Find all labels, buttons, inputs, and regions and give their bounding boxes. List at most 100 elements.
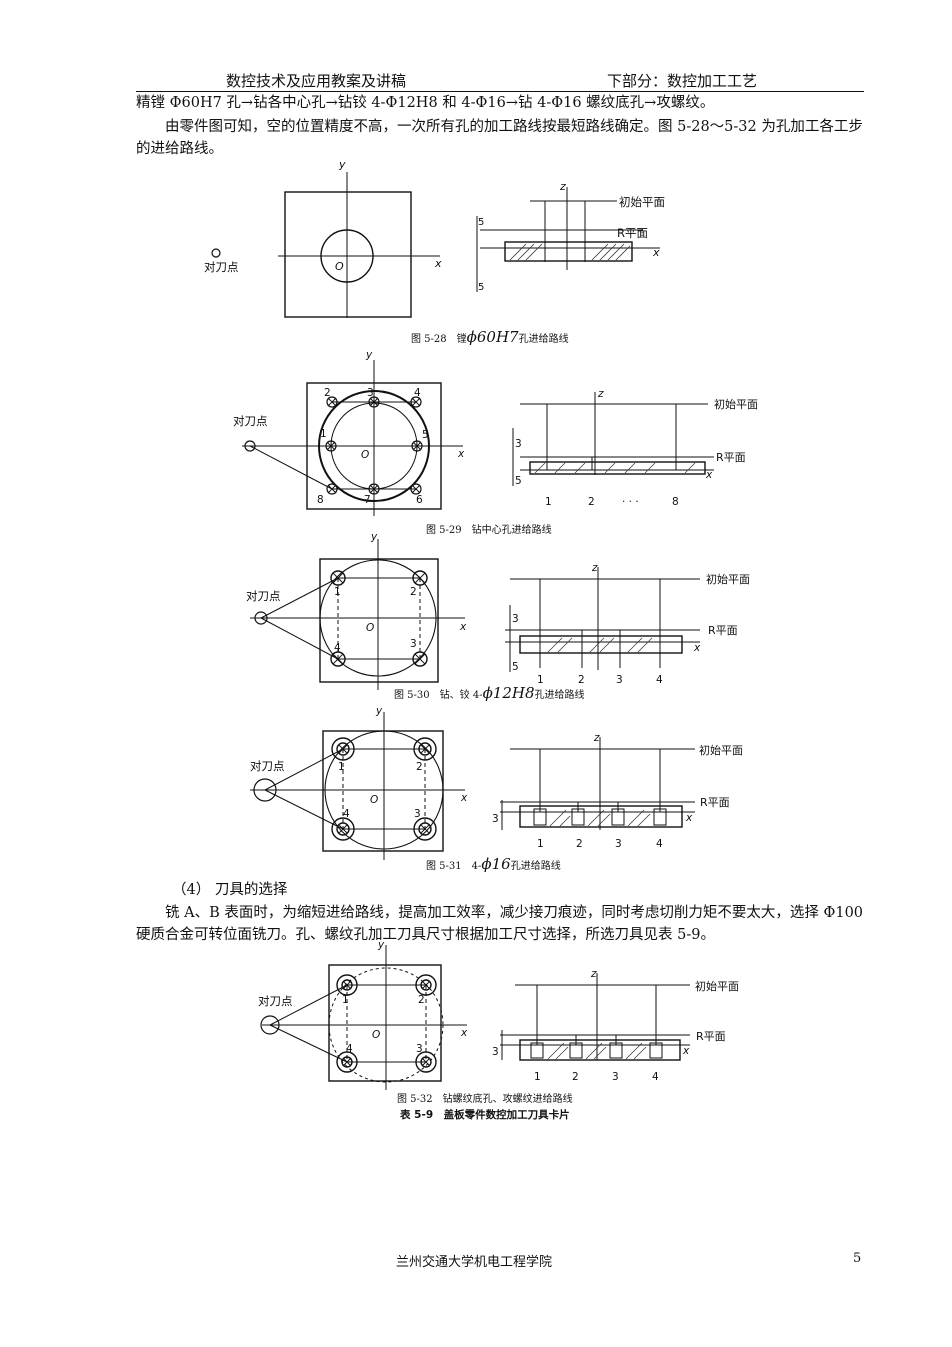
f30-n2: 2 bbox=[410, 586, 417, 598]
f30-caption-suffix: 孔进给路线 bbox=[534, 690, 585, 701]
f31-caption-suffix: 孔进给路线 bbox=[510, 861, 561, 872]
f29-n1: 1 bbox=[320, 428, 327, 440]
f30-pos-4: 4 bbox=[656, 674, 663, 686]
f29-n8: 8 bbox=[317, 494, 324, 506]
section-heading-tool-selection: （4） 刀具的选择 bbox=[172, 882, 288, 898]
f30-caption-prefix: 图 5-30 钻、铰 4- bbox=[394, 690, 483, 701]
f29-n6: 6 bbox=[416, 494, 423, 506]
f32-tool-point-marker bbox=[260, 1015, 280, 1035]
f30-dim-top: 3 bbox=[512, 613, 519, 625]
f32-tool-point-label: 对刀点 bbox=[258, 994, 293, 1008]
caption-figure-5-30: 图 5-30 钻、铰 4-ϕ12H8孔进给路线 bbox=[394, 684, 585, 702]
f30-tool-point-marker bbox=[254, 611, 268, 625]
f28-tool-point-label: 对刀点 bbox=[204, 260, 239, 274]
f29-origin-label: O bbox=[361, 449, 369, 461]
f28-side-x-label: x bbox=[652, 246, 660, 259]
caption-figure-5-29: 图 5-29 钻中心孔进给路线 bbox=[426, 525, 552, 536]
f32-part-section bbox=[519, 1039, 681, 1061]
f32-dim: 3 bbox=[492, 1046, 499, 1058]
f29-hole-circle bbox=[330, 402, 418, 490]
header-section-title: 下部分：数控加工工艺 bbox=[607, 72, 758, 90]
paragraph-tool-selection: 铣 A、B 表面时，为缩短进给路线，提高加工效率，减少接刀痕迹，同时考虑切削力矩… bbox=[136, 905, 864, 943]
f31-pos-2: 2 bbox=[576, 838, 583, 850]
f30-bolt-circle bbox=[319, 559, 437, 677]
f31-pos-3: 3 bbox=[615, 838, 622, 850]
f30-initial-plane-label: 初始平面 bbox=[706, 572, 750, 586]
f30-dim-bottom: 5 bbox=[512, 661, 519, 673]
f28-z-label: z bbox=[559, 180, 566, 193]
f32-n1: 1 bbox=[342, 994, 349, 1006]
f30-n3: 3 bbox=[410, 638, 417, 650]
header-doc-title: 数控技术及应用教案及讲稿 bbox=[226, 72, 407, 90]
f32-origin-label: O bbox=[372, 1029, 380, 1041]
f32-plate-outline bbox=[328, 964, 442, 1082]
f30-n1: 1 bbox=[334, 586, 341, 598]
f30-z-label: z bbox=[591, 562, 598, 574]
f28-dim-top: 5 bbox=[478, 217, 484, 228]
header-rule bbox=[136, 91, 864, 92]
f31-n3: 3 bbox=[414, 808, 421, 820]
f30-caption-math: ϕ12H8 bbox=[482, 684, 535, 702]
f30-side-x-label: x bbox=[693, 642, 701, 654]
f32-n4: 4 bbox=[346, 1043, 353, 1055]
f31-plate-outline bbox=[322, 730, 444, 852]
caption-figure-5-28: 图 5-28 镗ϕ60H7孔进给路线 bbox=[411, 328, 569, 346]
f32-side-x-label: x bbox=[682, 1045, 690, 1057]
f31-pos-1: 1 bbox=[537, 838, 544, 850]
f29-part-section bbox=[529, 461, 706, 475]
f29-n4: 4 bbox=[414, 387, 421, 399]
f28-caption-math: ϕ60H7 bbox=[466, 328, 519, 346]
f29-n5: 5 bbox=[422, 429, 429, 441]
f32-n2: 2 bbox=[418, 994, 425, 1006]
f31-caption-prefix: 图 5-31 4- bbox=[426, 861, 482, 872]
f31-tool-point-marker bbox=[253, 778, 277, 802]
f31-initial-plane-label: 初始平面 bbox=[699, 743, 743, 757]
f32-pos-1: 1 bbox=[534, 1071, 541, 1083]
f32-r-plane-label: R平面 bbox=[696, 1030, 726, 1043]
f31-x-label: x bbox=[460, 792, 468, 804]
f28-tool-point-marker bbox=[211, 248, 221, 258]
f28-bore-circle bbox=[320, 229, 374, 283]
f29-pos-2: 2 bbox=[588, 496, 595, 508]
f28-x-label: x bbox=[434, 257, 442, 270]
f28-origin-label: O bbox=[335, 260, 344, 273]
f29-pos-8: 8 bbox=[672, 496, 679, 508]
caption-figure-5-32: 图 5-32 钻螺纹底孔、攻螺纹进给路线 bbox=[397, 1094, 573, 1105]
f29-plate-outline bbox=[306, 382, 442, 510]
f31-pos-4: 4 bbox=[656, 838, 663, 850]
f28-caption-prefix: 图 5-28 镗 bbox=[411, 334, 467, 345]
f29-n2: 2 bbox=[324, 387, 331, 399]
f29-n3: 3 bbox=[367, 387, 374, 399]
f31-dim: 3 bbox=[492, 813, 499, 825]
f31-bolt-circle bbox=[324, 730, 444, 850]
f29-z-label: z bbox=[597, 388, 604, 400]
f31-part-section bbox=[519, 805, 683, 828]
f29-dim-top: 3 bbox=[515, 438, 522, 450]
f30-x-label: x bbox=[459, 621, 467, 633]
f31-origin-label: O bbox=[370, 794, 378, 806]
f31-r-plane-label: R平面 bbox=[700, 796, 730, 809]
f29-side-x-label: x bbox=[705, 469, 713, 481]
f29-tool-point-marker bbox=[244, 440, 256, 452]
f32-x-label: x bbox=[460, 1027, 468, 1039]
f29-n7: 7 bbox=[364, 494, 371, 506]
f30-r-plane-label: R平面 bbox=[708, 624, 738, 637]
page-number: 5 bbox=[853, 1251, 862, 1266]
f30-tool-point-label: 对刀点 bbox=[246, 589, 281, 603]
f30-y-label: y bbox=[370, 531, 378, 543]
f28-plate-outline bbox=[284, 191, 412, 318]
f29-pos-dots: · · · bbox=[622, 496, 639, 508]
f29-tool-point-label: 对刀点 bbox=[233, 414, 268, 428]
f28-part-section bbox=[504, 241, 633, 262]
f31-side-x-label: x bbox=[685, 812, 693, 824]
f29-pos-1: 1 bbox=[545, 496, 552, 508]
f29-initial-plane-label: 初始平面 bbox=[714, 397, 758, 411]
f32-pos-4: 4 bbox=[652, 1071, 659, 1083]
f32-bolt-circle bbox=[328, 967, 444, 1083]
f31-z-label: z bbox=[593, 732, 600, 744]
